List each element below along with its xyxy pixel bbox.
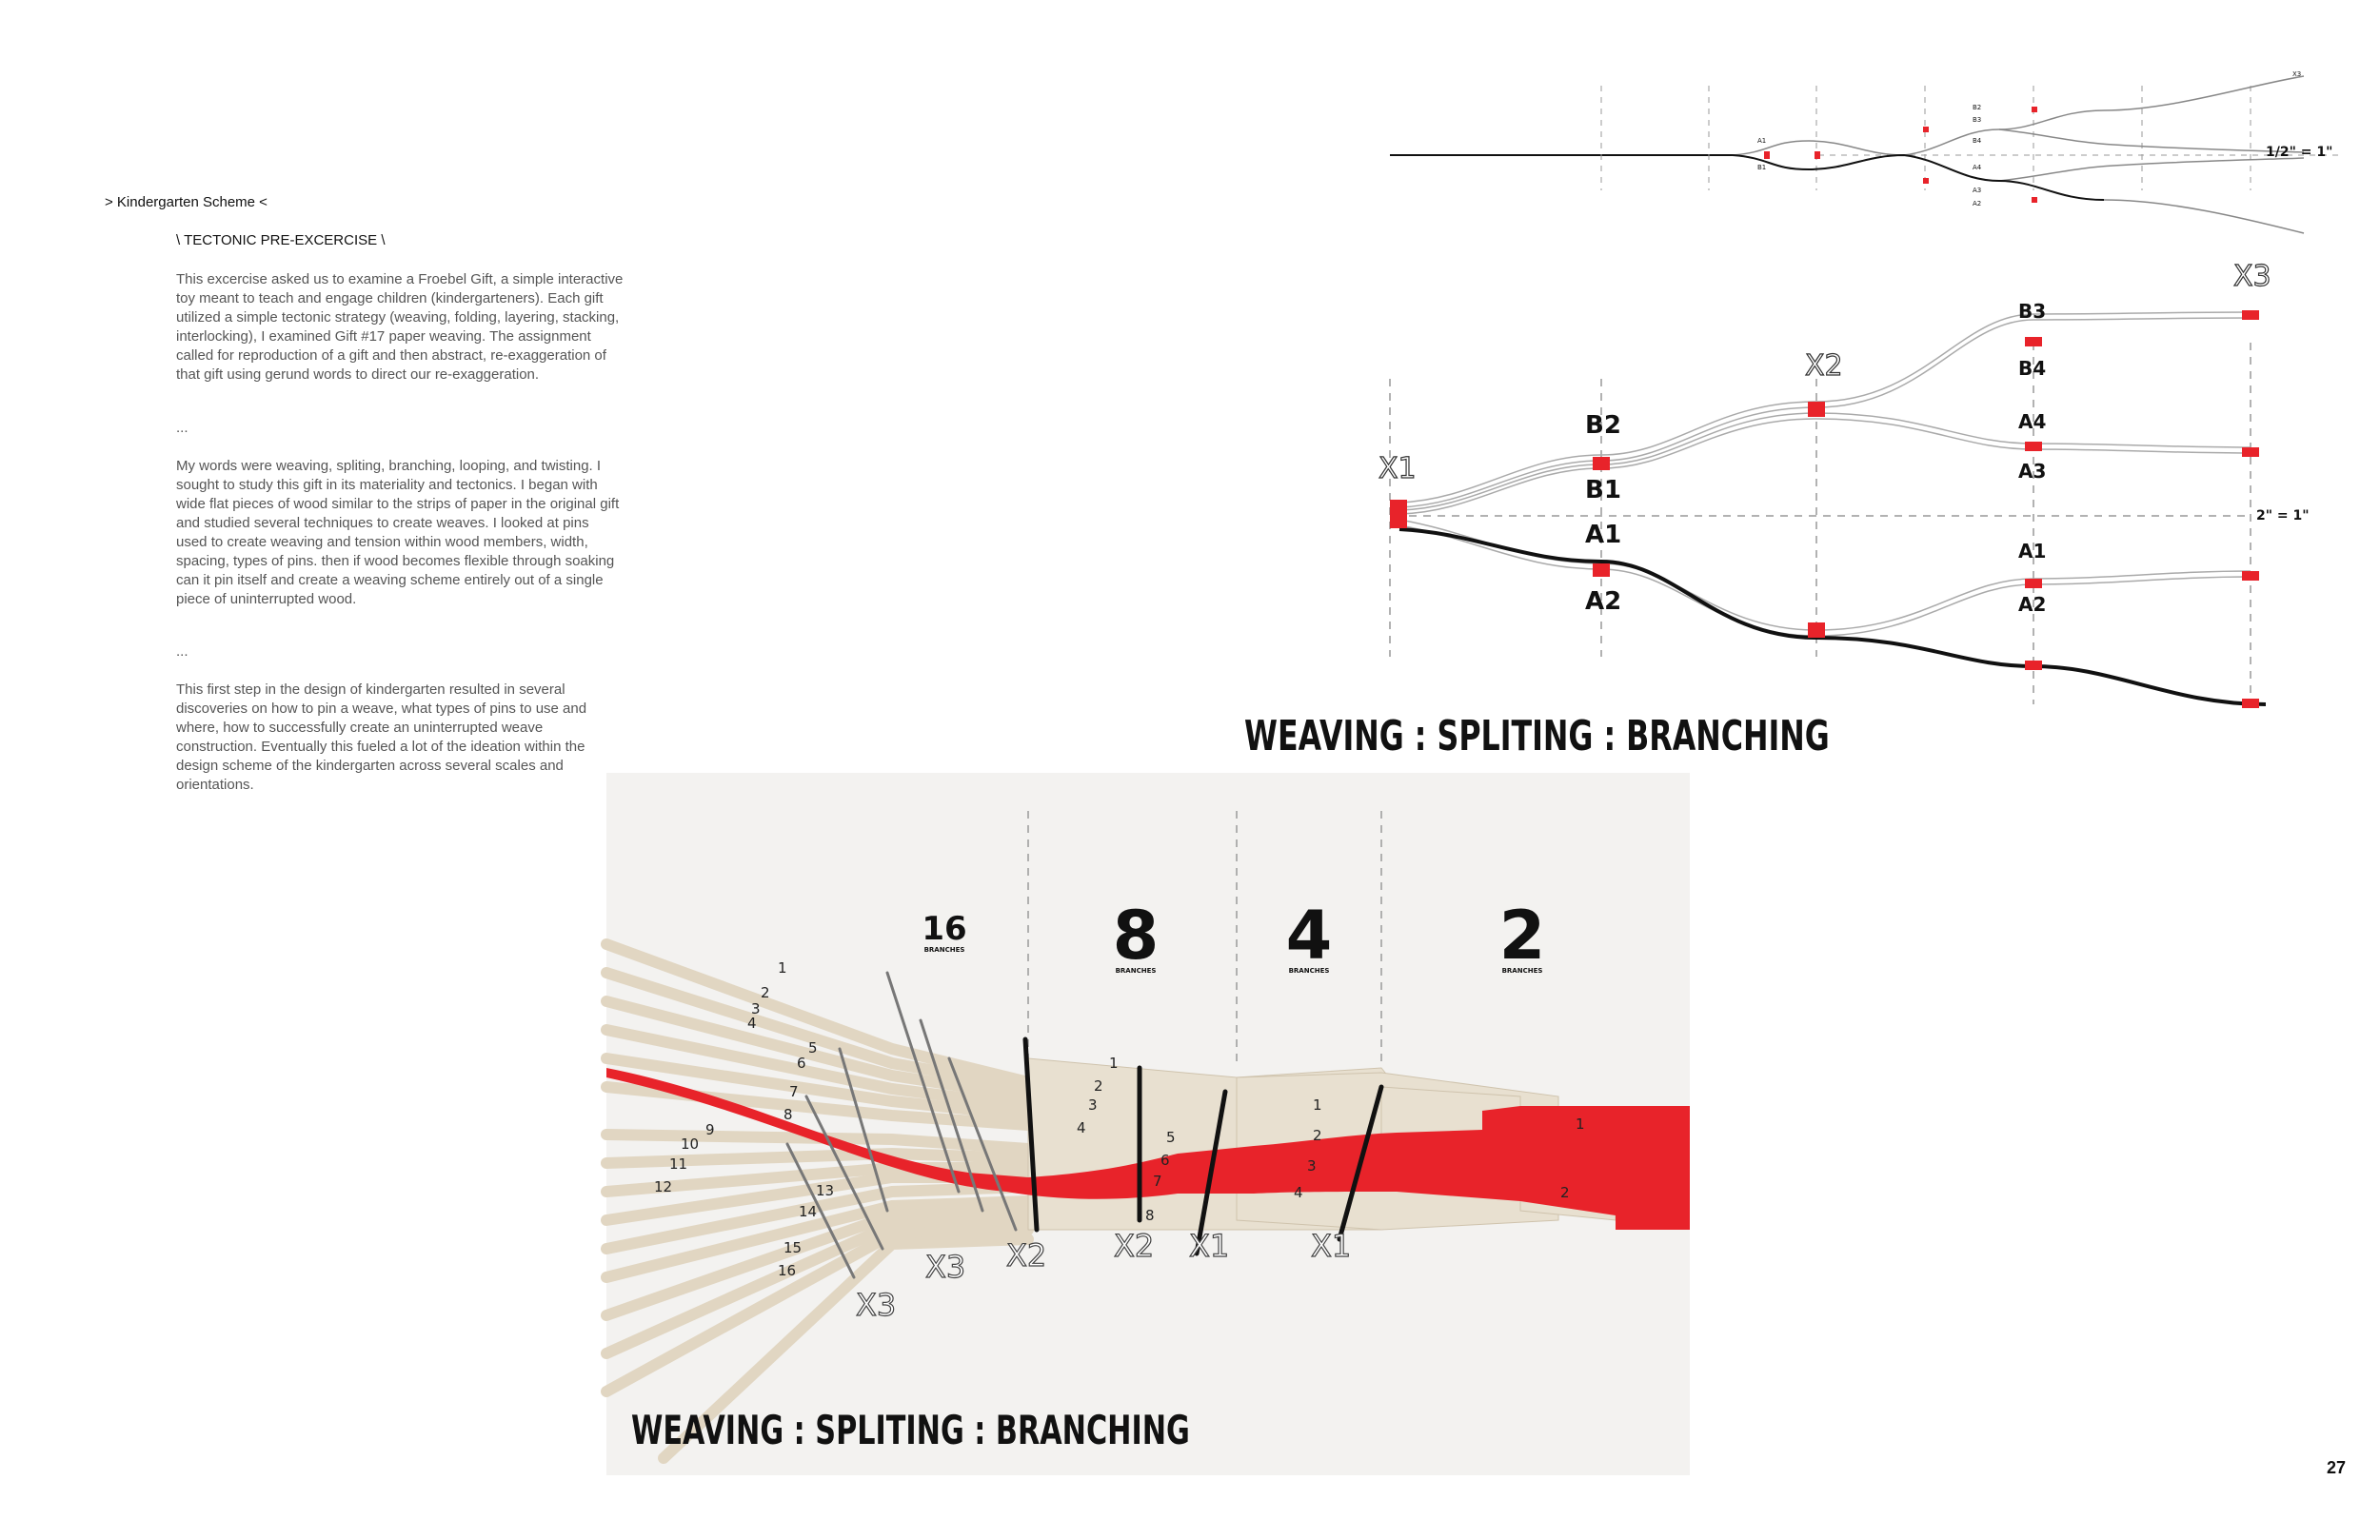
svg-text:A2: A2 [2018,593,2046,616]
svg-text:1: 1 [1576,1116,1585,1133]
svg-text:12: 12 [654,1178,672,1195]
svg-text:A3: A3 [2018,460,2046,483]
svg-text:3: 3 [1088,1096,1098,1114]
svg-text:2: 2 [1313,1127,1322,1144]
large-diagram-labels: B2 B1 B3 B4 A1 A2 A4 A3 A1 A2 [1585,300,2046,616]
svg-text:X3: X3 [925,1249,965,1285]
svg-text:X3: X3 [2292,70,2301,78]
diagram-title: WEAVING : SPLITING : BRANCHING [1244,712,1830,760]
svg-text:15: 15 [783,1239,802,1256]
svg-text:14: 14 [799,1203,817,1220]
svg-text:A4: A4 [1973,164,1982,171]
svg-text:1: 1 [1109,1055,1119,1072]
strip-numbers: 1 2 3 4 5 6 7 8 9 10 11 12 13 14 15 16 1… [654,959,1585,1279]
small-scale-diagram: A1 B1 B2 B3 B4 A4 A3 A2 X3 1/2" = 1" [1390,70,2342,234]
svg-text:X1: X1 [1378,452,1417,485]
svg-text:9: 9 [705,1121,715,1138]
small-diagram-scale: 1/2" = 1" [2266,145,2332,160]
photo-title: WEAVING : SPLITING : BRANCHING [631,1407,1190,1453]
svg-text:3: 3 [751,1000,761,1017]
svg-text:5: 5 [1166,1129,1176,1146]
svg-text:X1: X1 [1189,1228,1229,1264]
description-paragraph-3: This first step in the design of kinderg… [176,681,587,793]
svg-text:BRANCHES: BRANCHES [1289,967,1330,975]
ellipsis-separator-1: ... [176,420,188,436]
svg-text:B1: B1 [1585,476,1621,504]
svg-text:7: 7 [1153,1173,1162,1190]
section-heading: > Kindergarten Scheme < [105,194,268,210]
svg-text:2: 2 [761,984,770,1001]
svg-text:4: 4 [747,1015,757,1032]
svg-text:A1: A1 [1585,521,1621,549]
svg-text:7: 7 [789,1083,799,1100]
svg-text:B4: B4 [2018,357,2046,380]
ellipsis-separator-2: ... [176,643,188,660]
svg-text:A2: A2 [1585,587,1621,616]
large-diagram-scale: 2" = 1" [2256,508,2310,523]
description-paragraph-2: My words were weaving, spliting, branchi… [176,458,620,607]
svg-text:13: 13 [816,1182,834,1199]
svg-text:X2: X2 [1114,1228,1154,1264]
pin-labels: X3 X3 X2 X2 X1 X1 [855,1227,1351,1323]
svg-text:BRANCHES: BRANCHES [924,946,965,954]
svg-text:B4: B4 [1973,137,1982,145]
wood-weaving-photo: 16 BRANCHES 8 BRANCHES 4 BRANCHES 2 BRAN… [601,773,1690,1475]
svg-text:A4: A4 [2018,410,2046,433]
svg-text:6: 6 [797,1055,806,1072]
svg-text:4: 4 [1077,1119,1086,1136]
svg-text:2: 2 [1560,1184,1570,1201]
svg-text:16: 16 [922,910,966,948]
svg-text:BRANCHES: BRANCHES [1502,967,1543,975]
section-subheading: \ TECTONIC PRE-EXCERCISE \ [176,232,386,248]
branch-counts: 16 BRANCHES 8 BRANCHES 4 BRANCHES 2 BRAN… [922,897,1545,975]
svg-text:X1: X1 [1311,1228,1351,1264]
svg-text:B2: B2 [1585,411,1621,440]
svg-text:16: 16 [778,1262,796,1279]
svg-text:5: 5 [808,1039,818,1056]
svg-text:8: 8 [1113,897,1160,975]
svg-text:X3: X3 [856,1287,896,1323]
svg-text:B2: B2 [1973,104,1981,111]
svg-text:X3: X3 [2233,260,2271,293]
svg-text:4: 4 [1286,897,1333,975]
svg-text:3: 3 [1307,1157,1317,1175]
svg-text:BRANCHES: BRANCHES [1116,967,1157,975]
svg-text:X2: X2 [1805,349,1843,383]
page-number: 27 [2327,1458,2347,1477]
svg-text:1: 1 [778,959,787,977]
svg-text:A1: A1 [1757,137,1766,145]
svg-text:A3: A3 [1973,187,1981,194]
svg-text:6: 6 [1160,1152,1170,1169]
svg-text:2: 2 [1094,1077,1103,1095]
svg-text:X2: X2 [1006,1237,1046,1273]
svg-text:10: 10 [681,1135,699,1153]
large-branching-diagram: X1 X2 X3 B2 B1 B3 B4 A1 A2 A4 A3 A1 A2 2… [1378,259,2310,708]
svg-text:1: 1 [1313,1096,1322,1114]
svg-text:8: 8 [1145,1207,1155,1224]
small-diagram-labels: A1 B1 B2 B3 B4 A4 A3 A2 X3 [1757,70,2301,207]
svg-text:4: 4 [1294,1184,1303,1201]
description-paragraph-1: This excercise asked us to examine a Fro… [176,271,624,383]
svg-text:2: 2 [1499,897,1546,975]
svg-text:A1: A1 [2018,540,2046,563]
svg-text:B3: B3 [1973,116,1981,124]
large-diagram-nodes: X1 X2 X3 [1378,259,2271,485]
svg-text:B1: B1 [1757,164,1766,171]
svg-text:8: 8 [783,1106,793,1123]
svg-text:11: 11 [669,1155,687,1173]
svg-text:A2: A2 [1973,200,1981,207]
svg-text:B3: B3 [2018,300,2046,323]
